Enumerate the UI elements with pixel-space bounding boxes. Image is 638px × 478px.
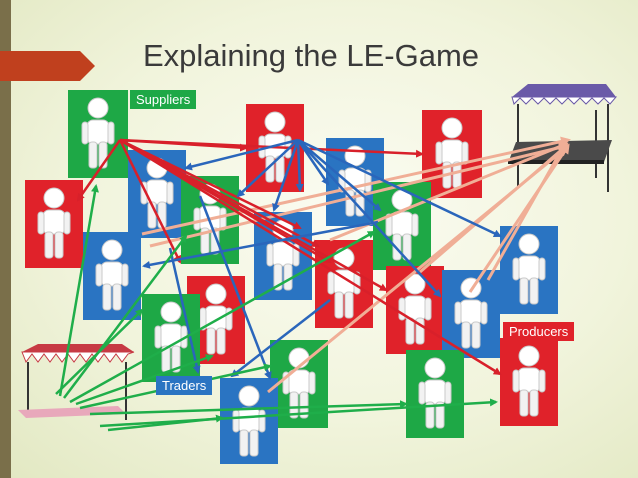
slide-title: Explaining the LE-Game	[143, 38, 480, 73]
figure-box	[500, 338, 558, 426]
market-stall-icon	[508, 84, 618, 192]
traders-label: Traders	[156, 376, 213, 395]
figure-box	[83, 232, 141, 320]
figure-box	[25, 180, 83, 268]
slide-sidebar-bar	[0, 0, 11, 478]
title-arrow-icon	[0, 51, 95, 81]
peach-arrows	[141, 136, 571, 394]
figure-box	[128, 150, 186, 238]
blue-arrows	[142, 138, 502, 380]
producers-label: Producers	[503, 322, 575, 341]
figure-box	[406, 350, 464, 438]
figure-box	[68, 90, 128, 178]
market-stall-icon	[18, 344, 135, 420]
green-arrows	[55, 184, 498, 432]
figure-box	[500, 226, 558, 314]
suppliers-label: Suppliers	[130, 90, 197, 109]
figure-box	[254, 212, 312, 300]
figure-box	[373, 182, 431, 270]
